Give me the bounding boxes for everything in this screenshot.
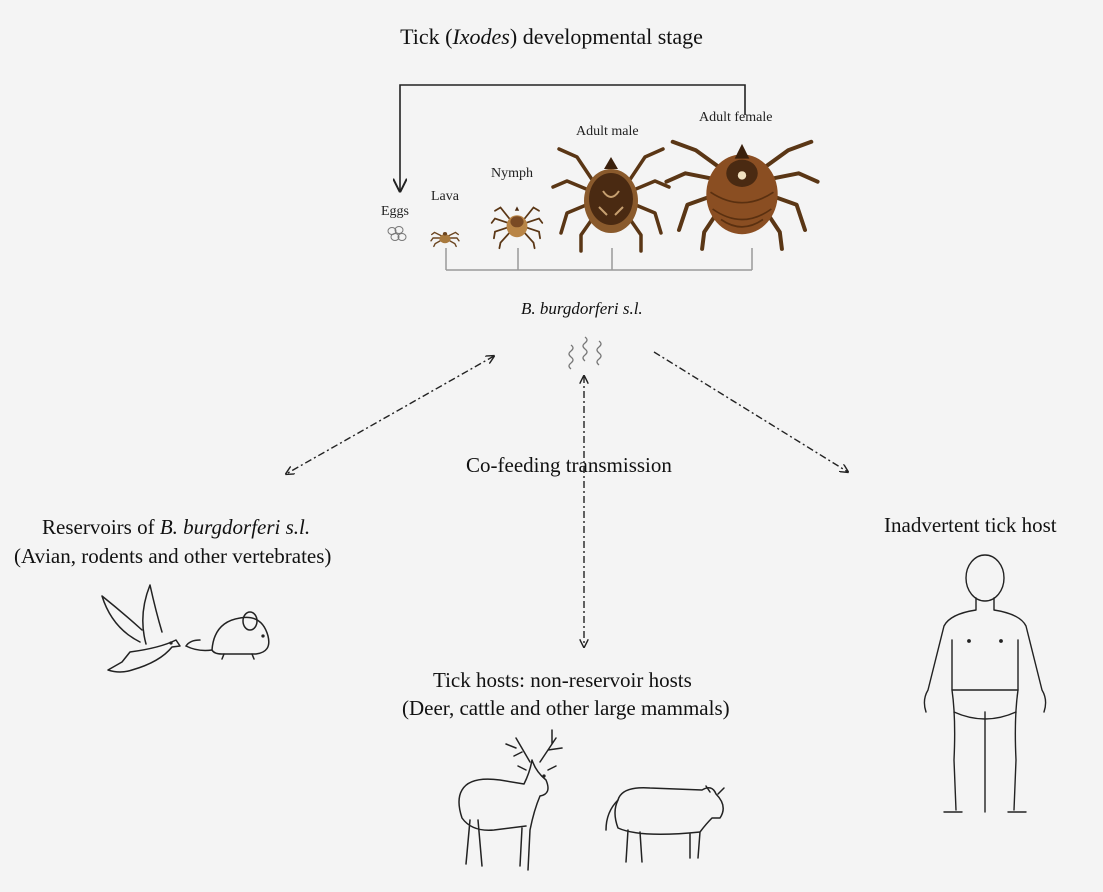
stage-bracket (446, 248, 752, 270)
human-icon (924, 555, 1045, 812)
nymph-tick-icon (492, 206, 543, 248)
transmission-arrows (286, 352, 848, 647)
human-arrow (654, 352, 848, 472)
spirochete-icon (569, 337, 601, 369)
eggs-icon (388, 227, 406, 241)
adult-female-tick-icon (666, 142, 817, 249)
deer-icon (459, 730, 562, 870)
adult-male-tick-icon (553, 149, 669, 251)
cow-icon (606, 786, 724, 862)
reservoir-arrow (286, 356, 494, 474)
bird-icon (102, 585, 180, 672)
mouse-icon (186, 612, 269, 659)
larva-tick-icon (431, 232, 459, 246)
